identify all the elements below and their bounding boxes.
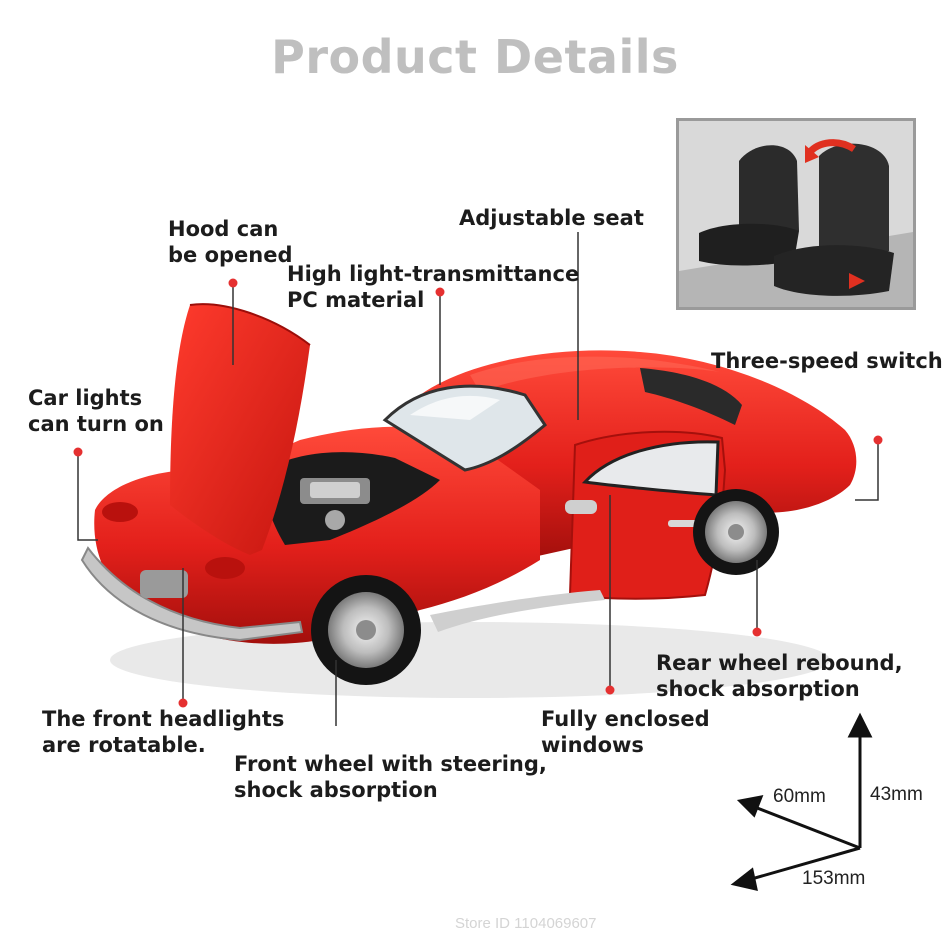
seat-illustration: [679, 121, 913, 307]
rear-wheel: [693, 489, 779, 575]
dimension-length: 153mm: [802, 868, 866, 889]
engine-cover: [310, 482, 360, 498]
marker-windows: [605, 685, 615, 695]
windshield-glare: [410, 395, 500, 420]
seat-base-left: [699, 223, 799, 266]
marker-switch: [873, 435, 883, 445]
hood-edge: [189, 303, 311, 346]
store-watermark: Store ID 1104069607: [455, 915, 597, 932]
dimension-height: 43mm: [870, 784, 923, 805]
arrow-up: [847, 712, 873, 738]
grille: [140, 570, 188, 598]
seat-back-right: [819, 143, 889, 257]
rotate-arrow-icon: [806, 139, 856, 156]
leader-lines: [77, 232, 879, 726]
headlight-left: [102, 502, 138, 522]
engine-part: [325, 510, 345, 530]
mirror: [565, 500, 597, 514]
seat-base-right: [774, 245, 894, 296]
seat-inset-photo: [676, 118, 916, 310]
label-three-speed-switch: Three-speed switch: [711, 349, 943, 373]
page-title: Product Details: [271, 30, 679, 84]
arrow-length: [730, 867, 758, 891]
door-handle: [668, 520, 698, 527]
dimension-width: 60mm: [773, 786, 826, 807]
door-window: [581, 440, 720, 497]
marker-headlights: [178, 698, 188, 708]
dimension-axes: [730, 712, 873, 891]
rear-window: [640, 368, 742, 425]
marker-lights: [73, 447, 83, 457]
label-adjustable-seat: Adjustable seat: [459, 206, 644, 230]
front-wheel: [311, 575, 421, 685]
seat-back-left: [739, 145, 799, 237]
rocker-trim: [430, 590, 605, 632]
marker-hood: [228, 278, 238, 288]
small-arrow-icon: [849, 273, 865, 289]
callout-markers: [73, 278, 883, 708]
roof-highlight: [470, 356, 720, 392]
label-rear-wheel: Rear wheel rebound,shock absorption: [656, 651, 903, 701]
front-bumper: [80, 546, 304, 642]
open-hood: [170, 304, 310, 555]
marker-pc: [435, 287, 445, 297]
label-front-wheel: Front wheel with steering,shock absorpti…: [234, 752, 547, 802]
arrow-width: [736, 795, 764, 818]
headlight-right: [205, 557, 245, 579]
marker-rear-wheel: [752, 627, 762, 637]
